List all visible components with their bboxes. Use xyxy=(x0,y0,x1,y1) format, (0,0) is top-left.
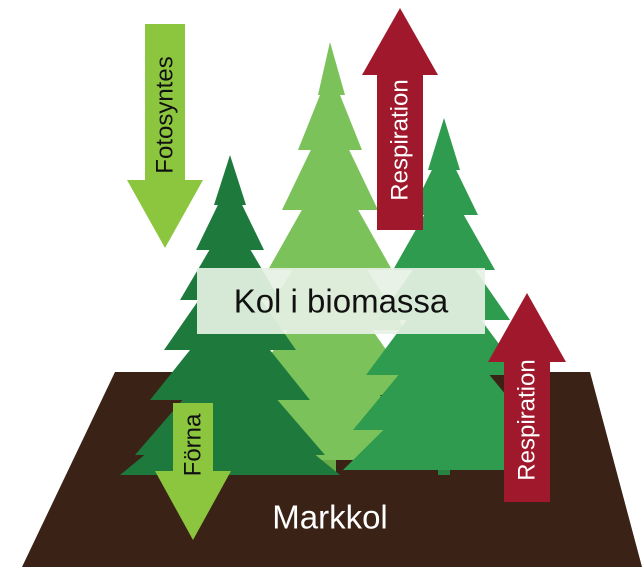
respiration-label-top: Respiration xyxy=(387,79,414,200)
respiration-arrow-top xyxy=(362,8,438,230)
respiration-label-right: Respiration xyxy=(514,359,541,480)
biomass-label-box xyxy=(197,268,485,334)
biomass-label: Kol i biomassa xyxy=(234,283,449,320)
photosynthesis-label: Fotosyntes xyxy=(152,56,179,173)
litter-label: Förna xyxy=(180,413,207,476)
photosynthesis-arrow xyxy=(127,24,203,248)
respiration-arrow-right xyxy=(488,293,566,502)
litter-arrow xyxy=(155,403,231,540)
soil-carbon-label: Markkol xyxy=(272,499,388,536)
